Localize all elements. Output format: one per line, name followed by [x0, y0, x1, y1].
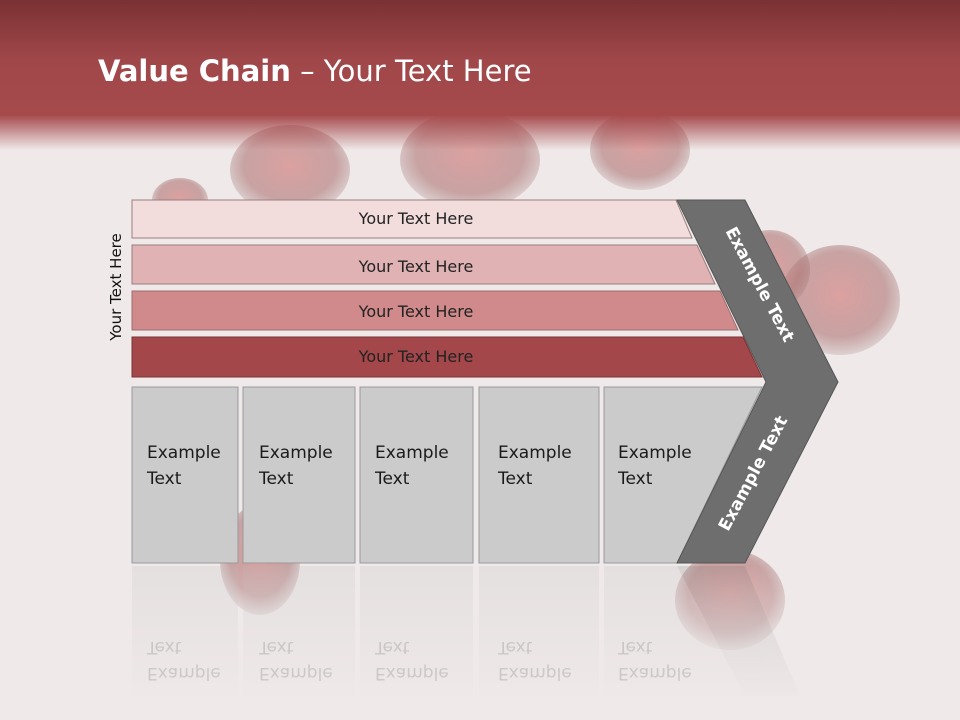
chevron-arrow: [676, 199, 839, 564]
column-2-text: Example Text: [259, 440, 359, 492]
column-3-reflection-line1: Example: [375, 663, 449, 683]
column-2-reflection-line2: Text: [259, 637, 294, 657]
bar-4-shape: [131, 336, 763, 378]
column-1-reflection-line2: Text: [147, 637, 182, 657]
bar-3-label: Your Text Here: [358, 302, 474, 321]
bar-1-shape: [131, 199, 693, 239]
column-2-reflection: Example Text: [259, 634, 359, 686]
column-4-text: Example Text: [498, 440, 598, 492]
columns: [131, 386, 763, 564]
column-4-line2: Text: [498, 469, 533, 489]
column-5-reflection-line2: Text: [618, 637, 653, 657]
column-1-line1: Example: [147, 443, 221, 463]
column-4: [478, 386, 600, 564]
column-4-line1: Example: [498, 443, 572, 463]
column-4-reflection: Example Text: [498, 634, 598, 686]
bar-1: Your Text Here: [131, 199, 693, 239]
column-5-reflection: Example Text: [618, 634, 718, 686]
column-5-text: Example Text: [618, 440, 718, 492]
column-3: [359, 386, 474, 564]
column-3-reflection-line2: Text: [375, 637, 410, 657]
title-rest: – Your Text Here: [290, 54, 532, 88]
reflection-fade: [120, 566, 840, 706]
page-title: Value Chain – Your Text Here: [98, 54, 532, 88]
column-2-reflection-line1: Example: [259, 663, 333, 683]
column-2-line2: Text: [259, 469, 294, 489]
column-5-line1: Example: [618, 443, 692, 463]
column-5-line2: Text: [618, 469, 653, 489]
column-5-reflection-line1: Example: [618, 663, 692, 683]
column-4-reflection-line1: Example: [498, 663, 572, 683]
bar-4: Your Text Here: [131, 336, 763, 378]
bar-3-shape: [131, 290, 739, 331]
column-2-line1: Example: [259, 443, 333, 463]
column-3-line2: Text: [375, 469, 410, 489]
column-3-line1: Example: [375, 443, 449, 463]
column-1-reflection-line1: Example: [147, 663, 221, 683]
column-3-reflection: Example Text: [375, 634, 475, 686]
column-1-line2: Text: [147, 469, 182, 489]
bar-1-label: Your Text Here: [358, 209, 474, 228]
bar-3: Your Text Here: [131, 290, 739, 331]
bar-2-shape: [131, 244, 716, 285]
column-2: [242, 386, 356, 564]
column-1: [131, 386, 239, 564]
column-3-text: Example Text: [375, 440, 475, 492]
column-4-reflection-line2: Text: [498, 637, 533, 657]
title-bar: [0, 0, 960, 150]
column-1-text: Example Text: [147, 440, 247, 492]
bar-2: Your Text Here: [131, 244, 716, 285]
title-bold: Value Chain: [98, 54, 291, 88]
bar-2-label: Your Text Here: [358, 257, 474, 276]
bar-4-label: Your Text Here: [358, 347, 474, 366]
column-1-reflection: Example Text: [147, 634, 247, 686]
